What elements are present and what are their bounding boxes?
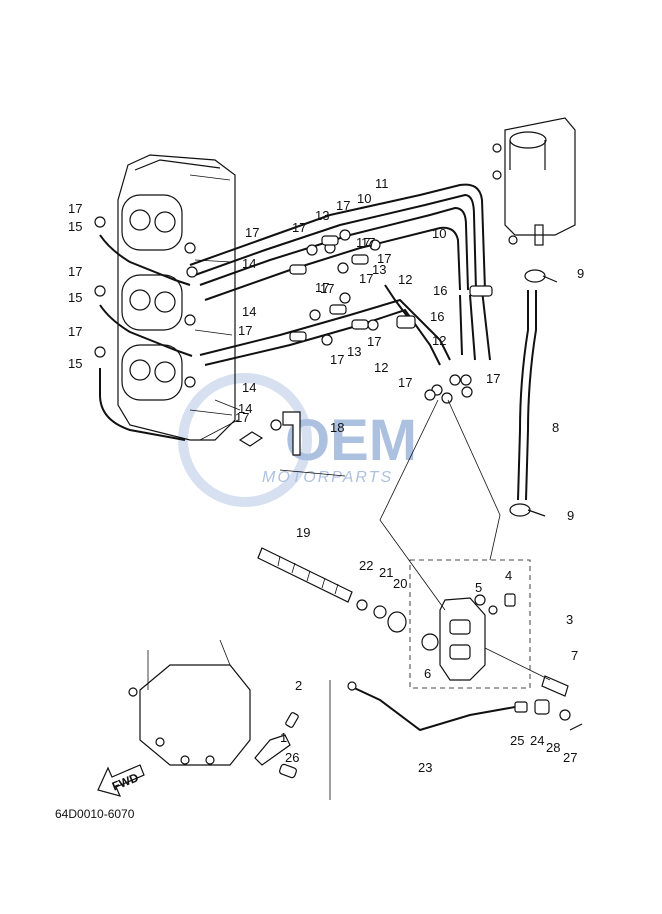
- watermark-brand: OEM: [285, 408, 417, 473]
- callout-17: 17: [235, 410, 249, 425]
- callout-14: 14: [242, 304, 256, 319]
- callout-20: 20: [393, 576, 407, 591]
- callout-21: 21: [379, 565, 393, 580]
- leader-lines: [199, 399, 551, 681]
- hose-clamps: [396, 285, 493, 329]
- callout-13: 13: [315, 208, 329, 223]
- callout-17: 17: [245, 225, 259, 240]
- fwd-label: FWD: [110, 770, 141, 793]
- callout-10: 10: [432, 226, 446, 241]
- callout-labels: 1234567899101011121212131313141414141515…: [68, 176, 584, 775]
- callout-12: 12: [374, 360, 388, 375]
- callout-17: 17: [398, 375, 412, 390]
- callout-1: 1: [280, 730, 287, 745]
- callout-17: 17: [238, 323, 252, 338]
- callout-17: 17: [377, 251, 391, 266]
- callout-5: 5: [475, 580, 482, 595]
- bracket: [238, 411, 346, 477]
- callout-13: 13: [372, 262, 386, 277]
- callout-14: 14: [242, 380, 256, 395]
- callout-17: 17: [367, 334, 381, 349]
- callout-15: 15: [68, 290, 82, 305]
- callout-18: 18: [330, 420, 344, 435]
- callout-15: 15: [68, 356, 82, 371]
- callout-10: 10: [357, 191, 371, 206]
- callout-15: 15: [68, 219, 82, 234]
- callout-14: 14: [242, 256, 256, 271]
- engine-block: [117, 154, 236, 441]
- callout-25: 25: [510, 733, 524, 748]
- callout-19: 19: [296, 525, 310, 540]
- callout-17: 17: [68, 324, 82, 339]
- oil-pump-box: [409, 559, 531, 689]
- callout-16: 16: [430, 309, 444, 324]
- callout-26: 26: [285, 750, 299, 765]
- shutoff-valves: [509, 269, 558, 517]
- callout-24: 24: [530, 733, 544, 748]
- callout-17: 17: [336, 198, 350, 213]
- callout-12: 12: [398, 272, 412, 287]
- callout-17: 17: [330, 352, 344, 367]
- callout-16: 16: [433, 283, 447, 298]
- callout-17: 17: [68, 201, 82, 216]
- callout-13: 13: [347, 344, 361, 359]
- callout-22: 22: [359, 558, 373, 573]
- callout-17: 17: [292, 220, 306, 235]
- oil-pump: [421, 593, 569, 697]
- callout-9: 9: [567, 508, 574, 523]
- oil-hoses: [99, 183, 537, 501]
- callout-7: 7: [571, 648, 578, 663]
- callout-17: 17: [315, 280, 329, 295]
- callout-17: 17: [320, 281, 334, 296]
- callout-11: 11: [375, 176, 389, 191]
- callout-3: 3: [566, 612, 573, 627]
- callout-17: 17: [356, 235, 370, 250]
- watermark-sub: MOTORPARTS: [262, 469, 393, 486]
- hose-joints: [289, 235, 369, 342]
- callout-17: 17: [68, 264, 82, 279]
- callout-27: 27: [563, 750, 577, 765]
- callout-28: 28: [546, 740, 560, 755]
- oil-tank: [492, 117, 576, 246]
- forward-arrow-icon: FWD: [97, 764, 145, 797]
- watermark: OEM MOTORPARTS: [178, 373, 417, 507]
- hose-clips: [94, 216, 473, 404]
- pump-lever: [254, 712, 299, 779]
- callout-17: 17: [361, 235, 375, 250]
- callout-9: 9: [577, 266, 584, 281]
- callout-2: 2: [295, 678, 302, 693]
- callout-14: 14: [238, 401, 252, 416]
- callout-12: 12: [432, 333, 446, 348]
- callout-17: 17: [359, 271, 373, 286]
- callout-17: 17: [486, 371, 500, 386]
- callout-6: 6: [424, 666, 431, 681]
- callout-23: 23: [418, 760, 432, 775]
- callout-4: 4: [505, 568, 512, 583]
- oil-pump-shaft: [257, 547, 407, 633]
- lower-housing: [128, 639, 251, 766]
- link-rod: [329, 680, 583, 800]
- callout-8: 8: [552, 420, 559, 435]
- part-code: 64D0010-6070: [55, 807, 135, 821]
